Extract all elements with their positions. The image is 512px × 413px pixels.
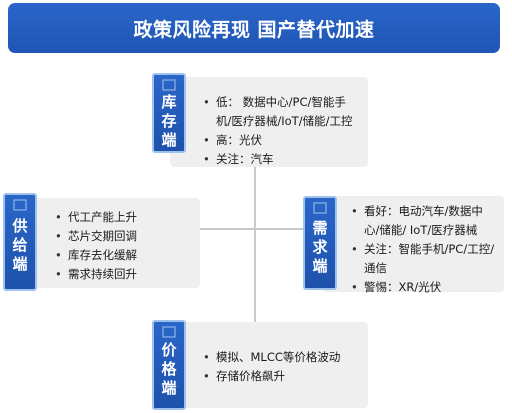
list-item: 关注：智能手机/PC/工控/通信 xyxy=(350,240,498,278)
badge-char: 格 xyxy=(161,360,177,378)
list-item: 需求持续回升 xyxy=(54,265,192,284)
demand-panel: 看好：电动汽车/数据中心/储能/ IoT/医疗器械 关注：智能手机/PC/工控/… xyxy=(322,196,504,297)
supply-badge: 供 给 端 xyxy=(3,193,37,291)
badge-char: 端 xyxy=(161,379,177,397)
list-item: 看好：电动汽车/数据中心/储能/ IoT/医疗器械 xyxy=(350,202,498,240)
title-text: 政策风险再现 国产替代加速 xyxy=(133,18,375,41)
supply-list: 代工产能上升 芯片交期回调 库存去化缓解 需求持续回升 xyxy=(54,208,192,284)
document-icon xyxy=(313,202,327,214)
list-item: 低： 数据中心/PC/智能手机/医疗器械/IoT/储能/工控 xyxy=(202,93,360,131)
list-item: 芯片交期回调 xyxy=(54,227,192,246)
price-list: 模拟、MLCC等价格波动 存储价格飙升 xyxy=(202,348,360,386)
badge-char: 给 xyxy=(12,236,28,254)
document-icon xyxy=(13,199,27,211)
badge-char: 价 xyxy=(161,341,177,359)
badge-char: 端 xyxy=(161,131,177,149)
list-item: 关注：汽车 xyxy=(202,150,360,169)
demand-badge: 需 求 端 xyxy=(303,196,337,290)
badge-char: 供 xyxy=(12,217,28,235)
document-icon xyxy=(162,326,176,338)
document-icon xyxy=(162,79,176,91)
list-item: 高：光伏 xyxy=(202,131,360,150)
badge-char: 存 xyxy=(161,112,177,130)
inventory-list: 低： 数据中心/PC/智能手机/医疗器械/IoT/储能/工控 高：光伏 关注：汽… xyxy=(202,93,360,169)
page-title: 政策风险再现 国产替代加速 xyxy=(8,3,500,53)
inventory-badge: 库 存 端 xyxy=(152,73,186,153)
price-panel: 模拟、MLCC等价格波动 存储价格飙升 xyxy=(170,322,368,408)
connector-vertical xyxy=(254,166,256,326)
list-item: 模拟、MLCC等价格波动 xyxy=(202,348,360,367)
list-item: 库存去化缓解 xyxy=(54,246,192,265)
price-badge: 价 格 端 xyxy=(152,320,186,410)
badge-char: 需 xyxy=(312,219,328,237)
list-item: 存储价格飙升 xyxy=(202,367,360,386)
badge-char: 库 xyxy=(161,93,177,111)
list-item: 代工产能上升 xyxy=(54,208,192,227)
badge-char: 端 xyxy=(312,257,328,275)
demand-list: 看好：电动汽车/数据中心/储能/ IoT/医疗器械 关注：智能手机/PC/工控/… xyxy=(350,202,498,297)
supply-panel: 代工产能上升 芯片交期回调 库存去化缓解 需求持续回升 xyxy=(20,198,200,288)
list-item: 警惕：XR/光伏 xyxy=(350,278,498,297)
badge-char: 求 xyxy=(312,238,328,256)
inventory-panel: 低： 数据中心/PC/智能手机/医疗器械/IoT/储能/工控 高：光伏 关注：汽… xyxy=(170,77,368,169)
badge-char: 端 xyxy=(12,255,28,273)
